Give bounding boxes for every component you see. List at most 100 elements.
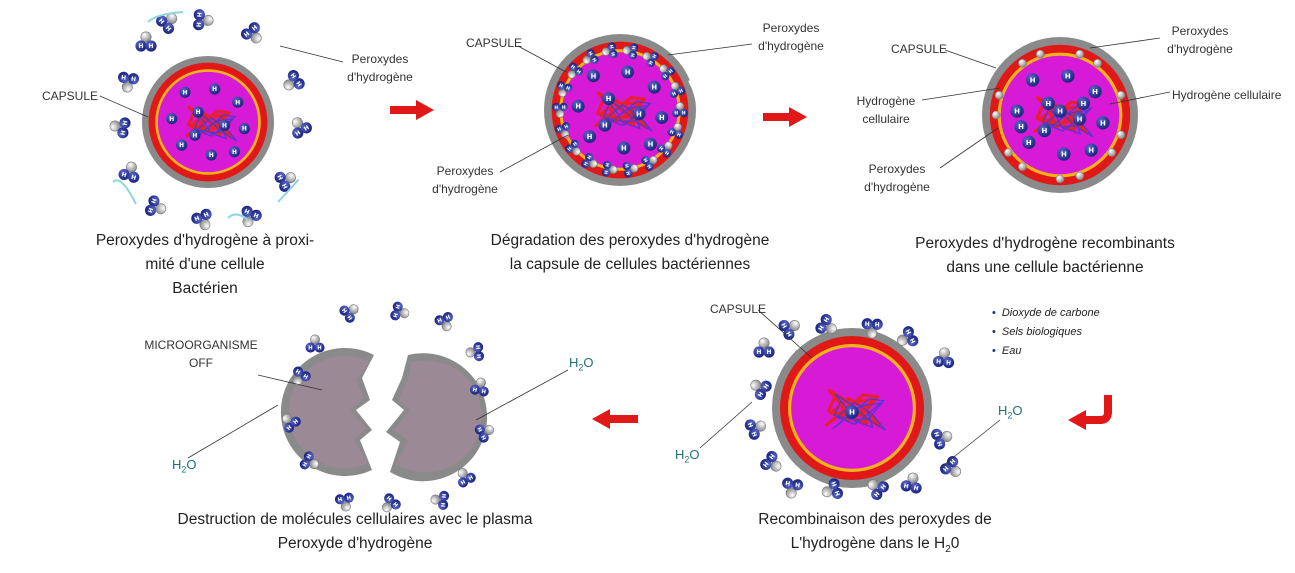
- hydrogen-atom-letter: H: [1057, 108, 1063, 116]
- hydrogen-atom-letter: H: [1045, 100, 1051, 108]
- hydrogen-atom: [674, 130, 684, 139]
- oxygen-atom: [292, 375, 303, 386]
- hydrogen-atom: [660, 71, 670, 81]
- hydrogen-atom-letter: H: [903, 484, 909, 491]
- oxygen-atom: [939, 347, 951, 359]
- capsule-label-4: CAPSULE: [710, 302, 767, 316]
- hydrogen-peroxide-molecule-icon: HH: [861, 318, 883, 339]
- leader-line: [257, 374, 323, 391]
- oxygen-atom: [821, 486, 833, 498]
- hydrogen-atom-letter: H: [340, 308, 347, 315]
- hydrogen-atom: [669, 89, 679, 98]
- hydrogen-atom-letter: H: [1065, 73, 1071, 81]
- hydrogen-atom: [662, 149, 672, 158]
- hydrogen-atom: [238, 122, 250, 135]
- hydrogen-atom: [574, 67, 584, 76]
- hydrogen-atom: [228, 146, 241, 158]
- hydrogen-atom: [641, 156, 650, 165]
- hydrogen-peroxide-molecule-icon: HH: [659, 64, 675, 81]
- hydrogen-atom-letter: H: [767, 452, 775, 460]
- oxygen-atom: [642, 52, 651, 61]
- hydrogen-atom-letter: H: [202, 210, 209, 217]
- hydrogen-atom-letter: H: [663, 150, 670, 157]
- oxygen-atom: [1075, 171, 1085, 181]
- hydrogen-atom: [942, 356, 955, 369]
- hydrogen-peroxide-molecule-icon: HH: [283, 70, 305, 91]
- hydrogen-atom-letter: H: [648, 141, 654, 149]
- oxygen-atom: [430, 494, 441, 505]
- legend-item-water: Eau: [992, 342, 1100, 361]
- hydrogen-atom-letter: H: [609, 44, 616, 49]
- hydrogen-atom-letter: H: [865, 319, 870, 325]
- oxygen-atom: [310, 334, 320, 345]
- oxygen-atom: [755, 420, 767, 432]
- hydrogen-atom: [469, 384, 480, 395]
- hydrogen-atom: [820, 314, 832, 326]
- hydrogen-atom: [643, 137, 657, 151]
- hydrogen-atom: [583, 130, 597, 144]
- hydrogen-atom: [334, 494, 345, 505]
- oxygen-atom: [659, 64, 668, 73]
- leader-line: [757, 309, 813, 359]
- red-arrow-icon: [390, 100, 434, 120]
- hydrogen-atom: [603, 160, 612, 170]
- hydrogen-atom-letter: H: [623, 164, 630, 169]
- hydrogen-atom-letter: H: [300, 461, 307, 468]
- hydrogen-atom: [1037, 123, 1052, 138]
- hydrogen-atom-letter: H: [668, 68, 675, 75]
- oxygen-atom: [670, 81, 680, 91]
- hydrogen-atom-letter: H: [212, 87, 217, 93]
- hydrogen-atom-letter: H: [441, 502, 447, 507]
- hydrogen-atom-letter: H: [669, 129, 675, 136]
- hydrogen-atom-letter: H: [476, 345, 482, 350]
- hydrogen-atom: [290, 416, 301, 427]
- hydrogen-atom: [672, 108, 681, 118]
- hydrogen-peroxide-molecule-icon: HH: [430, 490, 450, 510]
- leader-line: [921, 87, 1001, 101]
- red-arrow-icon: [592, 409, 638, 429]
- hydrogen-atom: [666, 66, 675, 76]
- hydrogen-atom: [117, 127, 129, 139]
- hydrogen-peroxide-molecule-icon: HH: [641, 155, 658, 171]
- hydrogen-atom-letter: H: [131, 74, 137, 81]
- hydrogen-atom: [791, 479, 804, 491]
- hydrogen-atom-letter: H: [779, 323, 787, 330]
- hydrogen-atom-letter: H: [757, 391, 765, 399]
- oxygen-atom: [907, 472, 919, 484]
- hydrogen-atom: [1022, 135, 1036, 149]
- hydrogen-atom-letter: H: [286, 425, 293, 432]
- oxygen-atom: [484, 425, 495, 436]
- leader-line: [475, 369, 569, 421]
- hydrogen-atom-letter: H: [910, 337, 918, 344]
- legend-item-salts: Sels biologiques: [992, 323, 1100, 342]
- hydrogen-atom-letter: H: [253, 211, 260, 219]
- hydrogen-atom: [563, 83, 573, 93]
- hydrogen-atom: [119, 117, 131, 129]
- leader-line: [279, 45, 344, 63]
- hydrogen-atom: [293, 366, 304, 377]
- hydrogen-atom-letter: H: [648, 60, 655, 66]
- hydrogen-atom-letter: H: [636, 110, 642, 118]
- oxygen-atom: [770, 460, 782, 472]
- hydrogen-atom-letter: H: [121, 73, 127, 80]
- hydrogen-atom-letter: H: [631, 45, 638, 50]
- water-label-5-left: H2O: [172, 457, 197, 475]
- hydrogen-atom-letter: H: [913, 486, 919, 493]
- hydrogen-atom-letter: H: [570, 63, 577, 70]
- hydrogen-atom: [907, 335, 919, 347]
- hydrogen-atom: [128, 171, 140, 183]
- hydrogen-peroxide-molecule-icon: HH: [156, 13, 178, 34]
- bond-wave: [227, 213, 249, 221]
- hydrogen-peroxide-molecule-icon: HH: [292, 366, 311, 386]
- hydrogen-peroxide-molecule-icon: HH: [282, 413, 301, 433]
